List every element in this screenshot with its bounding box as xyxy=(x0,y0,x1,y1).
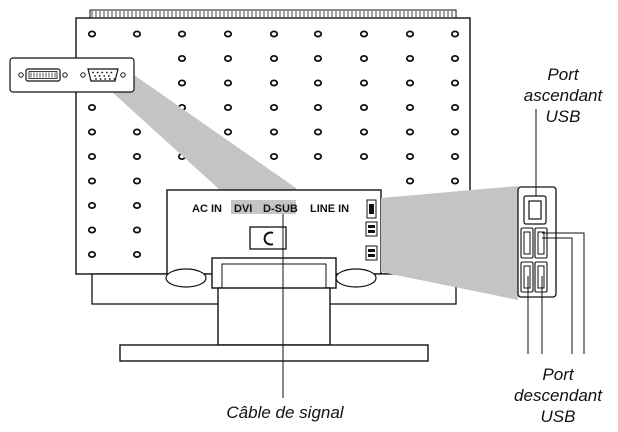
callout-usb-downstream: Port descendant USB xyxy=(498,364,618,427)
usb-zoom-beam xyxy=(381,186,518,300)
vent-hole xyxy=(132,30,142,38)
vent-hole xyxy=(359,55,369,63)
leader-lines xyxy=(282,109,585,398)
vent-hole xyxy=(132,128,142,136)
vent-hole xyxy=(450,55,460,63)
vent-hole xyxy=(177,30,187,38)
callout-usb-downstream-line2: descendant xyxy=(514,386,602,405)
vent-hole xyxy=(223,128,233,136)
vent-hole xyxy=(87,201,97,209)
vent-hole xyxy=(269,30,279,38)
vent-hole xyxy=(405,55,415,63)
vent-hole xyxy=(132,226,142,234)
usb-port-icon xyxy=(520,227,534,259)
vent-hole xyxy=(359,104,369,112)
vent-hole xyxy=(450,128,460,136)
vent-hole xyxy=(359,79,369,87)
power-port-icon xyxy=(249,226,287,250)
vent-hole xyxy=(450,104,460,112)
vent-hole xyxy=(87,104,97,112)
callout-usb-upstream-line2: ascendant USB xyxy=(523,86,603,126)
vent-hole xyxy=(405,104,415,112)
vent-hole xyxy=(405,30,415,38)
vent-hole xyxy=(450,30,460,38)
vent-hole xyxy=(359,152,369,160)
usb-port-icon xyxy=(534,227,548,259)
vent-hole xyxy=(87,250,97,258)
vent-hole xyxy=(177,55,187,63)
vent-hole xyxy=(269,79,279,87)
vent-hole xyxy=(87,177,97,185)
vent-hole xyxy=(313,128,323,136)
vent-hole xyxy=(132,250,142,258)
dvi-port-icon xyxy=(18,68,68,82)
callout-signal-cable: Câble de signal xyxy=(226,403,344,422)
callout-usb-upstream-line1: Port xyxy=(547,65,579,84)
vent-hole xyxy=(177,79,187,87)
vent-hole xyxy=(405,177,415,185)
signal-connector-zoom-beam xyxy=(112,68,296,200)
vent-hole xyxy=(313,152,323,160)
callout-usb-downstream-line1: Port xyxy=(542,365,574,384)
vent-hole xyxy=(87,128,97,136)
callout-usb-upstream: Port ascendant USB xyxy=(508,64,618,127)
vent-hole xyxy=(313,79,323,87)
vent-hole xyxy=(87,152,97,160)
vent-hole xyxy=(450,79,460,87)
label-line-in: LINE IN xyxy=(310,203,349,215)
vent-hole xyxy=(269,55,279,63)
usb-port-icon xyxy=(534,261,548,293)
label-ac-in: AC IN xyxy=(192,203,222,215)
vent-hole xyxy=(223,104,233,112)
vent-hole xyxy=(313,30,323,38)
vent-hole xyxy=(269,152,279,160)
vent-hole xyxy=(405,128,415,136)
vent-hole xyxy=(269,128,279,136)
vent-hole xyxy=(405,79,415,87)
vent-hole xyxy=(87,226,97,234)
panel-usb-ports xyxy=(365,199,378,261)
vent-hole xyxy=(132,177,142,185)
callout-usb-downstream-line3: USB xyxy=(540,407,576,426)
vent-hole xyxy=(450,152,460,160)
vent-hole xyxy=(313,104,323,112)
vent-hole xyxy=(450,177,460,185)
vent-hole xyxy=(132,201,142,209)
vent-hole xyxy=(359,128,369,136)
vent-hole xyxy=(359,30,369,38)
vga-port-icon xyxy=(80,68,126,82)
vent-hole xyxy=(87,30,97,38)
usb-port-icon xyxy=(523,195,547,225)
usb-port-icon xyxy=(520,261,534,293)
monitor-stand xyxy=(91,257,457,362)
top-ridge xyxy=(89,9,457,19)
vent-hole xyxy=(223,55,233,63)
vent-hole xyxy=(223,30,233,38)
usb-inset xyxy=(517,186,557,298)
vent-hole xyxy=(269,104,279,112)
vent-hole xyxy=(313,55,323,63)
vent-hole xyxy=(223,79,233,87)
label-dvi: DVI xyxy=(234,203,252,215)
vent-hole xyxy=(132,152,142,160)
vent-hole xyxy=(405,152,415,160)
signal-connector-inset xyxy=(9,57,135,93)
label-d-sub: D-SUB xyxy=(263,203,298,215)
